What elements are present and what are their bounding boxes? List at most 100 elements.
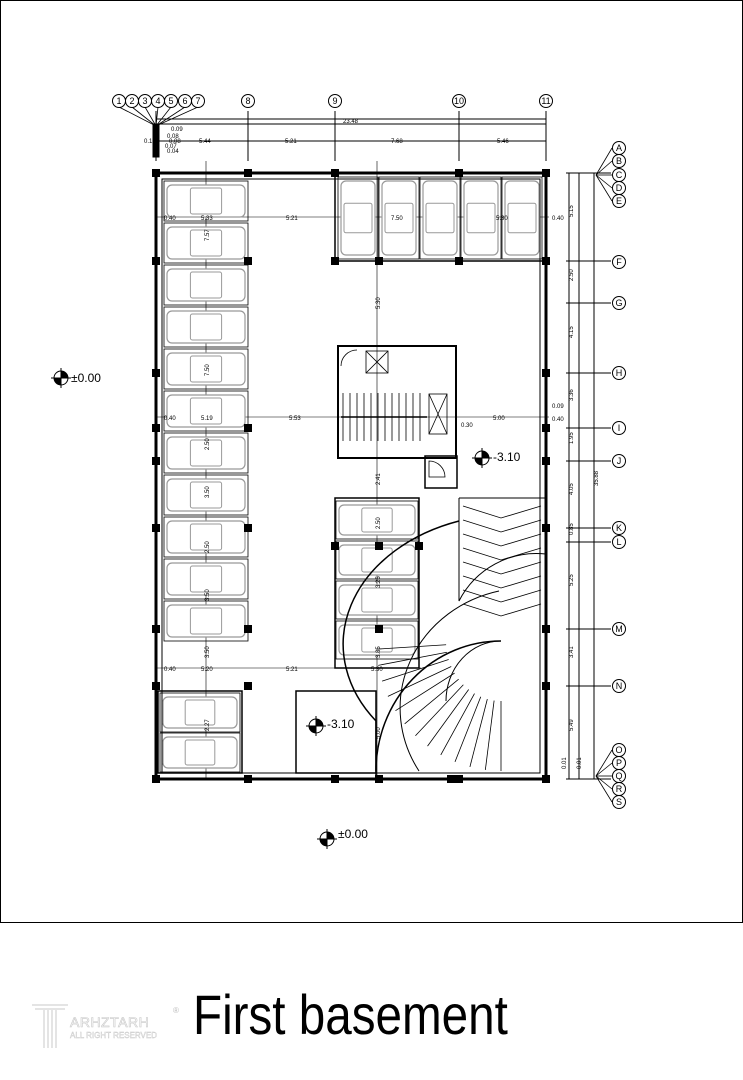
grid-label-top: 9 bbox=[332, 96, 337, 106]
elevator-cross bbox=[365, 350, 389, 374]
dim-interior: 7.50 bbox=[391, 216, 403, 222]
structural-column bbox=[415, 542, 423, 550]
parking-stall bbox=[163, 264, 249, 306]
dim-interior: 0.40 bbox=[164, 416, 176, 422]
structural-column bbox=[152, 524, 160, 532]
structural-column bbox=[331, 775, 339, 783]
car-roof bbox=[189, 565, 223, 593]
car-icon bbox=[166, 268, 246, 302]
ramp-chevron bbox=[462, 589, 542, 603]
door-swing bbox=[340, 349, 358, 367]
structural-column bbox=[375, 542, 383, 550]
grid-label-top: 11 bbox=[541, 96, 550, 106]
dim-interior: 5.19 bbox=[201, 416, 213, 422]
car-icon bbox=[166, 394, 246, 428]
ramp-chevron bbox=[462, 603, 542, 617]
structural-column bbox=[152, 424, 160, 432]
grid-label-top: 2 bbox=[129, 96, 134, 106]
structural-column bbox=[331, 257, 339, 265]
grid-label-top: 8 bbox=[245, 96, 250, 106]
structural-column bbox=[542, 169, 550, 177]
dim-top-span: 5.21 bbox=[285, 139, 297, 145]
level-label: -3.10 bbox=[327, 717, 355, 731]
grid-label-right: G bbox=[615, 298, 622, 308]
structural-column bbox=[244, 169, 252, 177]
structural-column bbox=[542, 524, 550, 532]
dim-interior-vertical: 5.00 bbox=[376, 727, 382, 739]
grid-label-right: D bbox=[616, 183, 623, 193]
logo-name: ARHZTARH bbox=[70, 1014, 150, 1031]
structural-column bbox=[455, 169, 463, 177]
structural-column bbox=[542, 369, 550, 377]
leader-line bbox=[155, 106, 159, 127]
dim-interior-vertical: 3.25 bbox=[376, 576, 382, 588]
grid-label-top: 4 bbox=[155, 96, 160, 106]
leader-line bbox=[595, 160, 613, 176]
grid-bubble bbox=[612, 535, 626, 549]
level-label: ±0.00 bbox=[338, 827, 368, 841]
column-logo-icon bbox=[32, 1004, 68, 1048]
structural-column bbox=[542, 682, 550, 690]
level-marker-lower: -3.10 bbox=[306, 716, 355, 736]
dim-right-span: 0.01 bbox=[562, 757, 568, 769]
parking-stall bbox=[419, 176, 461, 260]
dim-top-span: 7.68 bbox=[391, 139, 403, 145]
leader-line bbox=[144, 106, 157, 127]
lower-landing bbox=[295, 690, 377, 774]
structural-column bbox=[542, 775, 550, 783]
leader-line bbox=[155, 106, 199, 127]
dim-top-small: 0.15 bbox=[144, 139, 156, 145]
elevator-cross bbox=[428, 393, 448, 435]
parking-stall bbox=[335, 500, 419, 540]
ramp-tread bbox=[376, 644, 447, 650]
structural-column bbox=[331, 169, 339, 177]
dim-top-small: 0.07 bbox=[165, 144, 177, 150]
lower-left-bay bbox=[157, 690, 243, 774]
grid-bubble bbox=[612, 255, 626, 269]
ramp-chevron bbox=[462, 575, 542, 589]
leader-line bbox=[118, 106, 157, 127]
middle-parking-bay bbox=[334, 497, 420, 669]
structural-column bbox=[152, 257, 160, 265]
ramp-tread bbox=[454, 696, 482, 763]
structural-column bbox=[542, 625, 550, 633]
grid-label-right: J bbox=[617, 456, 622, 466]
parking-stall bbox=[460, 176, 502, 260]
car-roof bbox=[189, 271, 223, 299]
grid-label-right: N bbox=[616, 681, 623, 691]
grid-label-top: 5 bbox=[168, 96, 173, 106]
structural-column bbox=[375, 775, 383, 783]
ramp-tread bbox=[427, 689, 469, 747]
ramp-curve-inner bbox=[445, 640, 502, 702]
dim-interior: 5.53 bbox=[289, 416, 301, 422]
dim-interior: 5.30 bbox=[371, 667, 383, 673]
grid-label-right: I bbox=[618, 423, 621, 433]
parking-stall bbox=[159, 692, 241, 733]
dim-interior: 5.33 bbox=[201, 216, 213, 222]
parking-stall bbox=[163, 474, 249, 516]
level-label: -3.10 bbox=[493, 450, 521, 464]
car-icon bbox=[166, 520, 246, 554]
car-roof bbox=[507, 202, 537, 234]
structural-column bbox=[152, 369, 160, 377]
structural-column bbox=[542, 457, 550, 465]
dim-interior-vertical: 2.50 bbox=[205, 438, 211, 450]
parking-stall bbox=[335, 540, 419, 580]
grid-label-right: S bbox=[616, 797, 622, 807]
car-roof bbox=[466, 202, 496, 234]
leader-line bbox=[595, 147, 613, 176]
ramp-chevron bbox=[462, 505, 542, 519]
grid-label-top: 7 bbox=[195, 96, 200, 106]
grid-bubble bbox=[612, 154, 626, 168]
car-icon bbox=[166, 310, 246, 344]
grid-label-right: E bbox=[616, 196, 622, 206]
level-marker-entry-left: ±0.00 bbox=[51, 368, 101, 388]
car-roof bbox=[343, 202, 373, 234]
dim-interior-vertical: 2.27 bbox=[205, 719, 211, 731]
dim-interior-vertical: 2.41 bbox=[376, 473, 382, 485]
structural-column bbox=[331, 542, 339, 550]
dim-right-span: 0.85 bbox=[569, 523, 575, 535]
ramp-tread bbox=[378, 651, 448, 666]
car-roof bbox=[184, 739, 216, 766]
